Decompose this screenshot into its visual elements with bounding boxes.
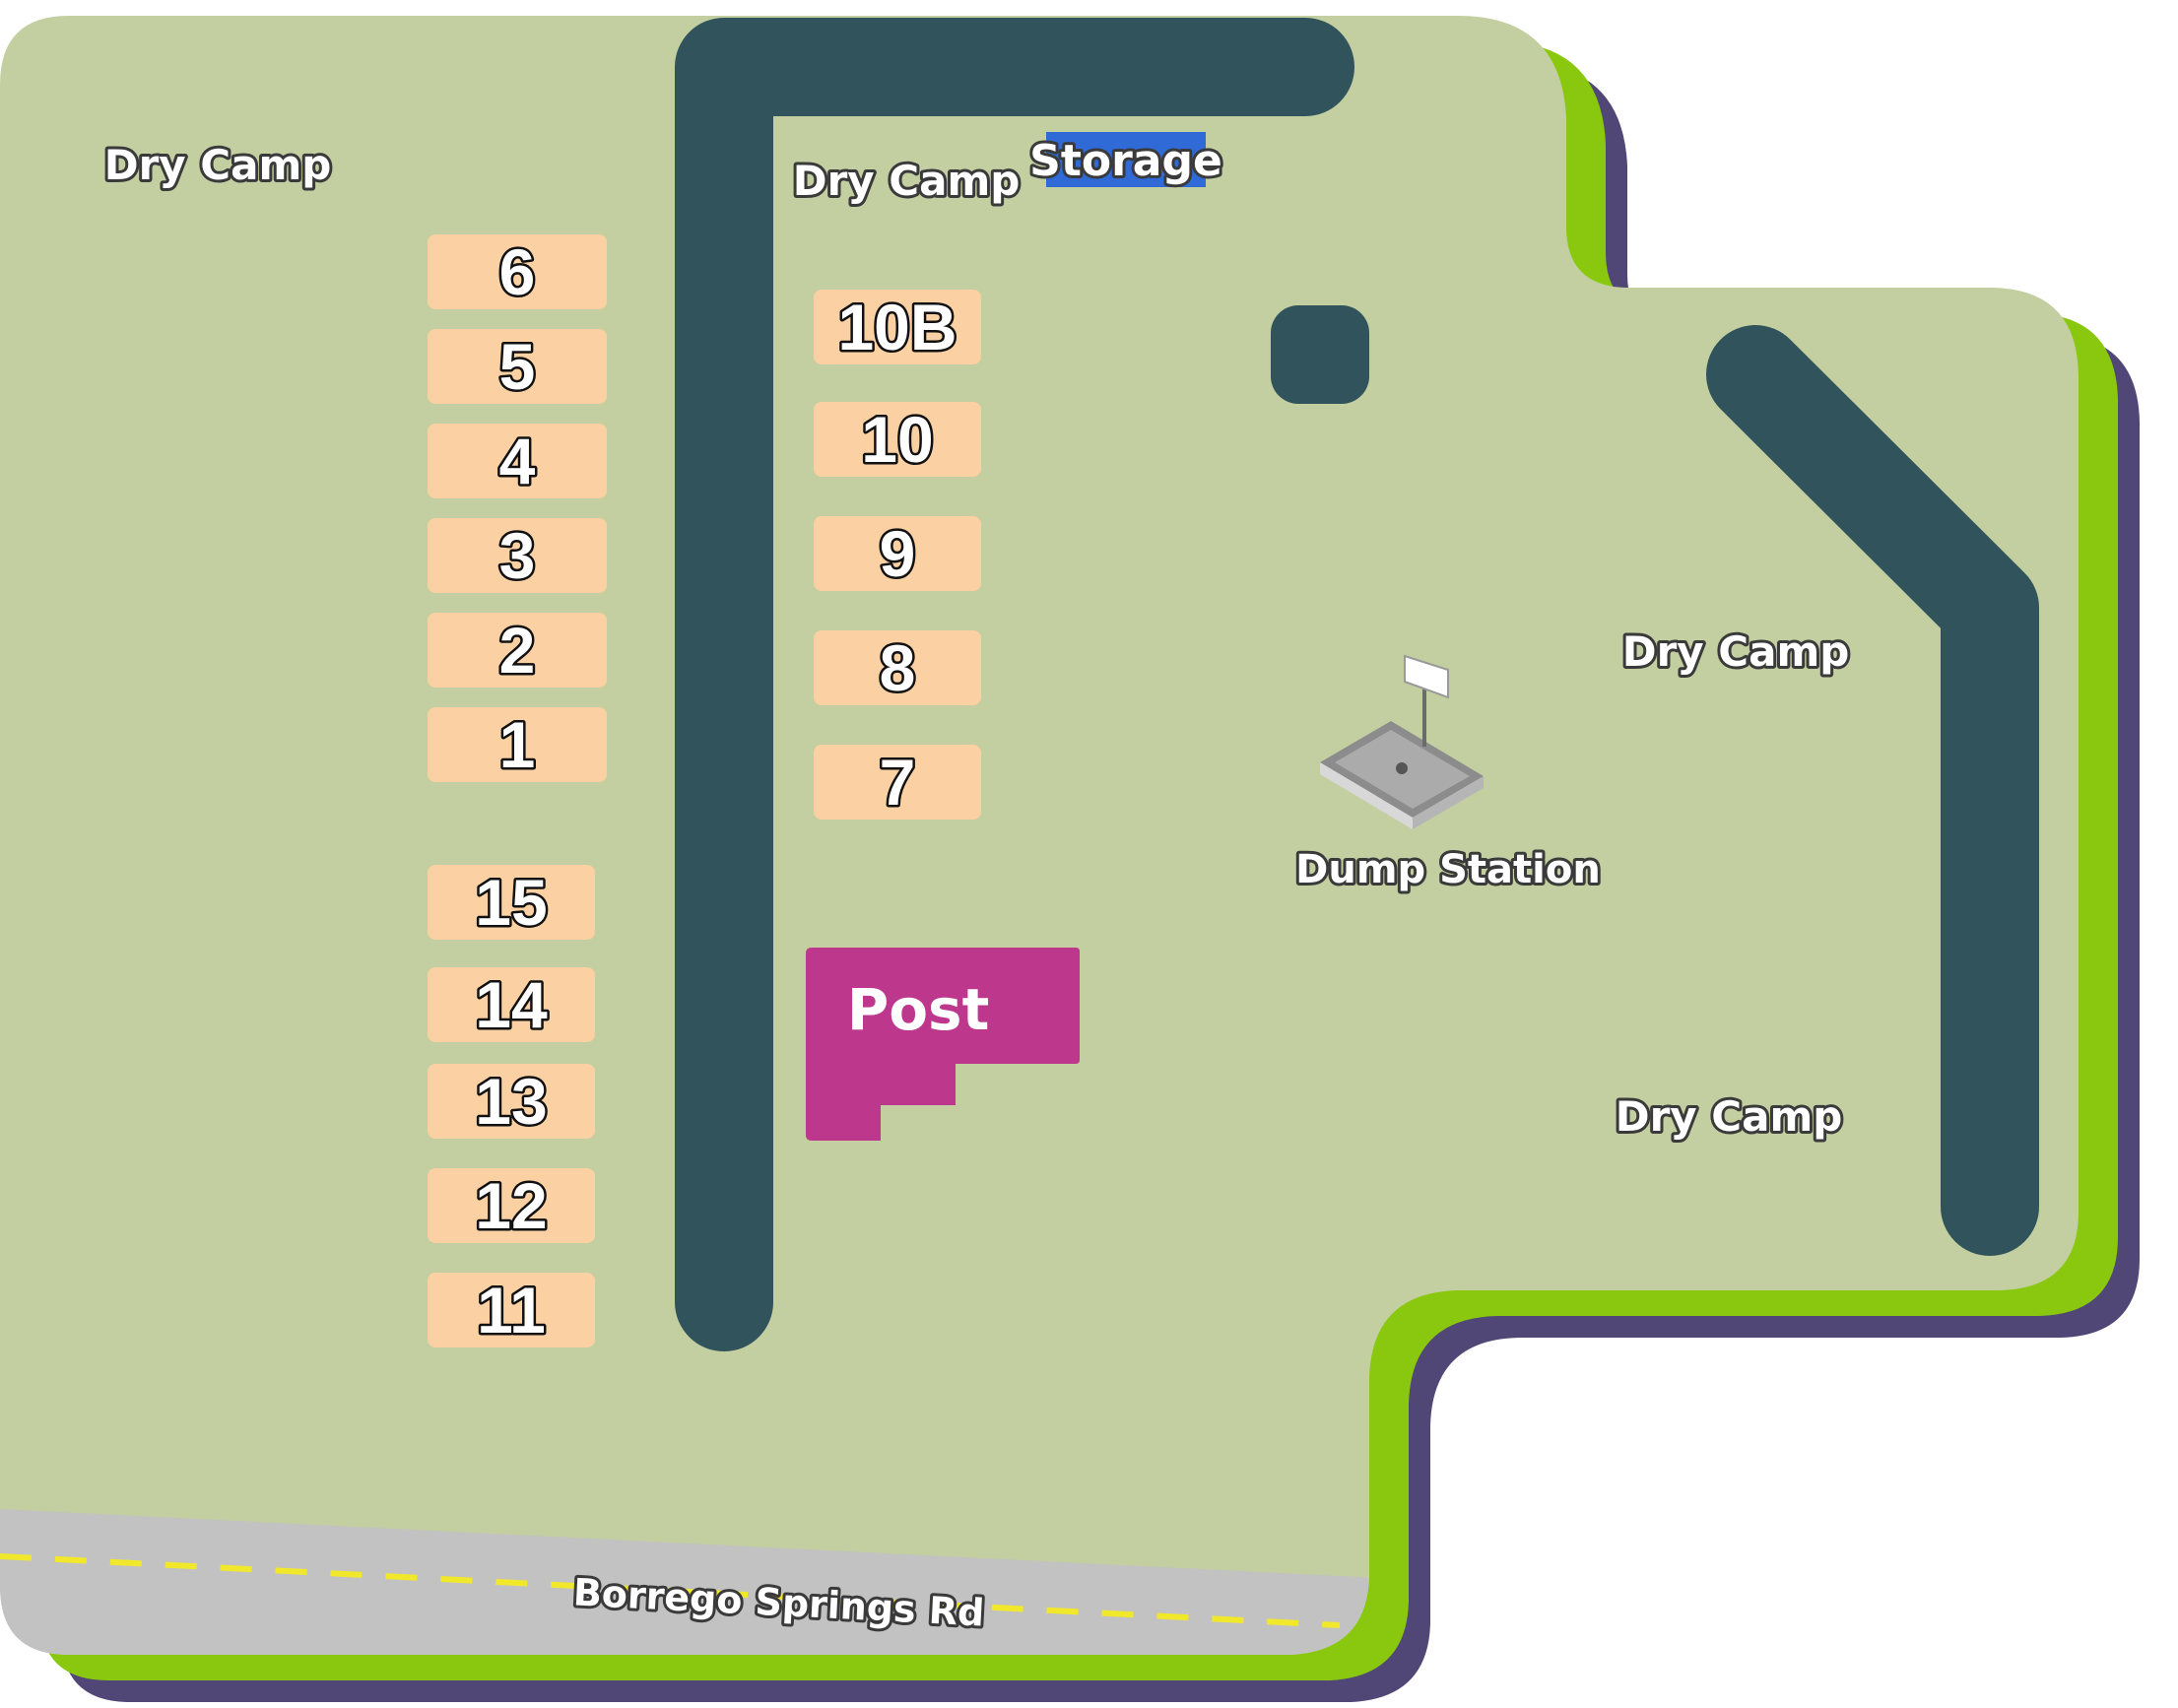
campground-area (0, 16, 2079, 1655)
east-road (1706, 325, 2039, 1256)
dump-station[interactable]: Dump Station (1292, 654, 1604, 895)
campsite-number: 10B (837, 291, 957, 363)
dry-camp-label-se: Dry Camp (1616, 1092, 1843, 1141)
post-building-shape (806, 948, 1080, 1141)
campsite-pad (428, 518, 607, 593)
dry-camp-label-e: Dry Camp (1622, 627, 1850, 676)
campsite-number: 11 (477, 1274, 546, 1347)
campsite-pad (814, 745, 981, 820)
campsite-8[interactable]: 8 (814, 629, 981, 707)
campsite-number: 7 (880, 746, 916, 819)
campsite-3[interactable]: 3 (428, 517, 607, 595)
campsite-number: 10 (861, 403, 933, 476)
roads (675, 18, 2039, 1351)
campsite-13[interactable]: 13 (428, 1063, 595, 1141)
campsite-number: 13 (475, 1065, 547, 1138)
campsite-pad (814, 630, 981, 705)
campsite-pad (428, 424, 607, 498)
post-building[interactable]: Post (806, 948, 1080, 1141)
campsite-number: 6 (499, 235, 536, 308)
campsite-pad (428, 234, 607, 309)
storage-label: Storage (1029, 136, 1222, 186)
road-turnaround (1271, 305, 1369, 404)
dump-station-flag-icon (1320, 654, 1484, 829)
campsite-number: 9 (880, 517, 916, 590)
campsite-number: 8 (880, 631, 916, 704)
dump-station-label: Dump Station (1295, 847, 1601, 892)
campsite-10[interactable]: 10 (814, 401, 981, 479)
campsite-11[interactable]: 11 (428, 1272, 595, 1349)
campsite-number: 1 (499, 708, 536, 781)
main-road (675, 18, 1354, 1351)
campsite-pad (428, 613, 607, 688)
campsite-pad (428, 1168, 595, 1243)
site-column-center: 10B 10 9 8 7 (814, 289, 981, 821)
site-column-left-upper: 6 5 4 3 2 1 (428, 233, 607, 784)
campsite-12[interactable]: 12 (428, 1167, 595, 1245)
campsite-pad (814, 290, 981, 364)
campsite-pad (428, 1064, 595, 1139)
campsite-7[interactable]: 7 (814, 744, 981, 821)
campsite-4[interactable]: 4 (428, 423, 607, 500)
campsite-pad (428, 967, 595, 1042)
dry-camp-label-n: Dry Camp (793, 157, 1021, 205)
highway: Borrego Springs Rd (0, 1509, 1379, 1655)
campsite-number: 2 (499, 614, 536, 687)
campsite-pad (428, 707, 607, 782)
campsite-15[interactable]: 15 (428, 864, 595, 942)
campsite-number: 15 (475, 866, 547, 939)
campsite-9[interactable]: 9 (814, 515, 981, 593)
campsite-6[interactable]: 6 (428, 233, 607, 311)
highway-center-line (0, 1553, 1341, 1628)
campsite-14[interactable]: 14 (428, 966, 595, 1044)
campsite-pad (428, 329, 607, 404)
storage-area[interactable] (1046, 132, 1206, 187)
site-column-left-lower: 15 14 13 12 11 (428, 864, 595, 1349)
campsite-pad (428, 865, 595, 940)
campsite-pad (814, 516, 981, 591)
highway-band (0, 1509, 1379, 1655)
campsite-number: 14 (475, 968, 548, 1041)
campsite-10b[interactable]: 10B (814, 289, 981, 366)
campsite-number: 5 (499, 330, 536, 403)
campsite-pad (428, 1273, 595, 1347)
post-label: Post (847, 976, 990, 1043)
campsite-number: 12 (475, 1169, 547, 1242)
campsite-1[interactable]: 1 (428, 706, 607, 784)
campsite-5[interactable]: 5 (428, 328, 607, 406)
dry-camp-label-nw: Dry Camp (104, 141, 332, 189)
campsite-number: 4 (499, 425, 536, 497)
campsite-2[interactable]: 2 (428, 612, 607, 690)
campsite-number: 3 (499, 519, 536, 592)
campsite-pad (814, 402, 981, 477)
